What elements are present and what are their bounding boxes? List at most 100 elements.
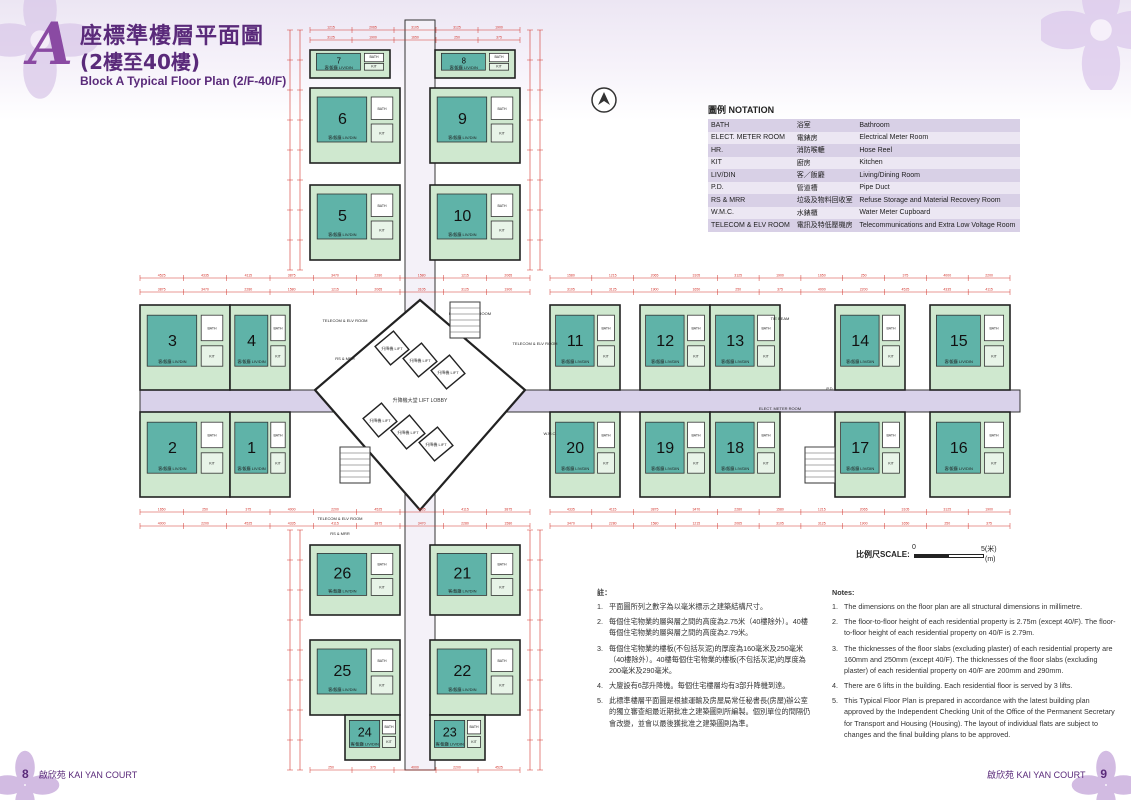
unit-number: 4: [247, 333, 256, 350]
unit-number: 18: [726, 440, 744, 457]
unit-living-room: [316, 648, 368, 695]
note-number: 2.: [597, 617, 603, 627]
wmc-label: W.M.C.: [543, 431, 556, 436]
dimension-label: 4335: [943, 288, 951, 292]
unit-bath-label: BATH: [377, 659, 387, 663]
unit-bath-label: BATH: [601, 434, 611, 438]
unit-room-label: 客/飯廳 LIV/DIN: [328, 134, 356, 140]
dimension-label: 2280: [244, 288, 252, 292]
unit-bath-label: BATH: [497, 107, 507, 111]
note-number: 4.: [597, 681, 603, 691]
legend-en: Electrical Meter Room: [856, 131, 1020, 144]
page-number-right: 9: [1100, 767, 1107, 781]
note-text: 每個住宅物業的層與層之間的高度為2.75米（40樓除外）。40樓每個住宅物業的層…: [609, 617, 808, 638]
dimension-label: 3105: [902, 508, 910, 512]
dimension-label: 1900: [860, 522, 868, 526]
lift-label: 升降機 LIFT: [437, 369, 459, 375]
dimension-label: 3875: [288, 274, 296, 278]
flower-decoration-icon: [0, 750, 60, 800]
notes-zh-heading: 註：: [597, 588, 612, 597]
legend-zh: 電訊及特低壓機房: [793, 219, 857, 232]
unit-living-room: [436, 193, 488, 240]
unit-bathroom: [381, 720, 396, 735]
unit-number: 23: [443, 726, 457, 740]
legend-abbr: P.D.: [708, 181, 794, 194]
dimension-label: 3875: [158, 288, 166, 292]
unit-kitchen-label: KIT: [209, 355, 215, 359]
legend-en: Hose Reel: [856, 144, 1020, 157]
note-number: 1.: [597, 602, 603, 612]
unit-kitchen: [687, 452, 705, 474]
unit-living-room: [316, 553, 368, 596]
unit-kitchen: [984, 345, 1005, 367]
unit-kitchen-label: KIT: [379, 585, 385, 589]
lift-shaft: [390, 414, 426, 450]
unit-bathroom: [370, 96, 394, 120]
dimension-label: 3470: [567, 522, 575, 526]
unit-room-label: 客/飯廳 LIV/DIN: [846, 358, 874, 364]
flower-decoration-icon: [1071, 750, 1131, 800]
unit-living-room: [348, 720, 381, 748]
dimension-label: 1650: [692, 288, 700, 292]
dimension-label: 3470: [692, 508, 700, 512]
dimension-label: 1900: [369, 36, 377, 40]
unit-kitchen: [687, 345, 705, 367]
dimension-label: 1215: [609, 274, 617, 278]
dimension-label: 250: [735, 288, 741, 292]
unit-room-label: 客/飯廳 LIV/DIN: [448, 588, 476, 594]
legend-zh: 浴室: [793, 119, 857, 132]
legend-abbr: LIV/DIN: [708, 169, 794, 182]
dimension-label: 375: [777, 288, 783, 292]
unit-bath-label: BATH: [377, 562, 387, 566]
dimension-label: 3125: [734, 274, 742, 278]
dimension-label: 1580: [418, 274, 426, 278]
unit-room-label: 客/飯廳 LIV/DIN: [651, 358, 679, 364]
unit-bath-label: BATH: [273, 327, 283, 331]
dimension-label: 4115: [461, 508, 469, 512]
header-wash: [0, 0, 1131, 120]
note-number: 3.: [597, 643, 603, 653]
unit-kitchen-label: KIT: [499, 132, 505, 136]
unit-bath-label: BATH: [497, 204, 507, 208]
unit-kitchen: [370, 578, 394, 596]
tie-beam-label: TIE BEAM: [771, 316, 790, 321]
legend-abbr: ELECT. METER ROOM: [708, 131, 794, 144]
unit-kitchen: [488, 63, 509, 71]
unit-bathroom: [687, 314, 705, 342]
unit-living-room: [840, 314, 880, 367]
dimension-label: 3125: [818, 522, 826, 526]
dimension-label: 4000: [288, 508, 296, 512]
dimension-label: 4525: [244, 522, 252, 526]
unit-bath-label: BATH: [494, 55, 504, 59]
title-zh-floors: (2樓至40樓): [80, 50, 201, 74]
note-item: 3.The thicknesses of the floor slabs (ex…: [832, 643, 1117, 676]
lift-label: 升降機 LIFT: [425, 441, 447, 447]
unit-number: 15: [950, 333, 968, 350]
unit-bathroom: [490, 648, 514, 672]
dimension-label: 2200: [860, 288, 868, 292]
note-text: 大廈設有6部升降機。每個住宅樓層均有3部升降機到達。: [609, 681, 790, 691]
dimension-label: 3105: [776, 522, 784, 526]
dimension-label: 2065: [504, 274, 512, 278]
unit-kitchen-label: KIT: [888, 462, 894, 466]
dimension-label: 1650: [818, 274, 826, 278]
dimension-label: 4335: [201, 274, 209, 278]
lift-lobby-label: 升降機大堂 LIFT LOBBY: [393, 397, 448, 404]
dimension-label: 1650: [902, 522, 910, 526]
unit-kitchen: [882, 345, 900, 367]
dimension-label: 2065: [651, 274, 659, 278]
unit-number: 7: [337, 56, 341, 65]
note-number: 1.: [832, 602, 838, 612]
legend-zh: 廚房: [793, 156, 857, 169]
unit-bathroom: [882, 421, 900, 449]
unit-room-label: 客/飯廳 LIV/DIN: [328, 231, 356, 237]
unit-kitchen: [757, 452, 775, 474]
footer-left: 8 啟欣苑 KAI YAN COURT: [22, 767, 137, 781]
flower-decoration-icon: [0, 0, 99, 99]
dimension-label: 4115: [609, 508, 617, 512]
